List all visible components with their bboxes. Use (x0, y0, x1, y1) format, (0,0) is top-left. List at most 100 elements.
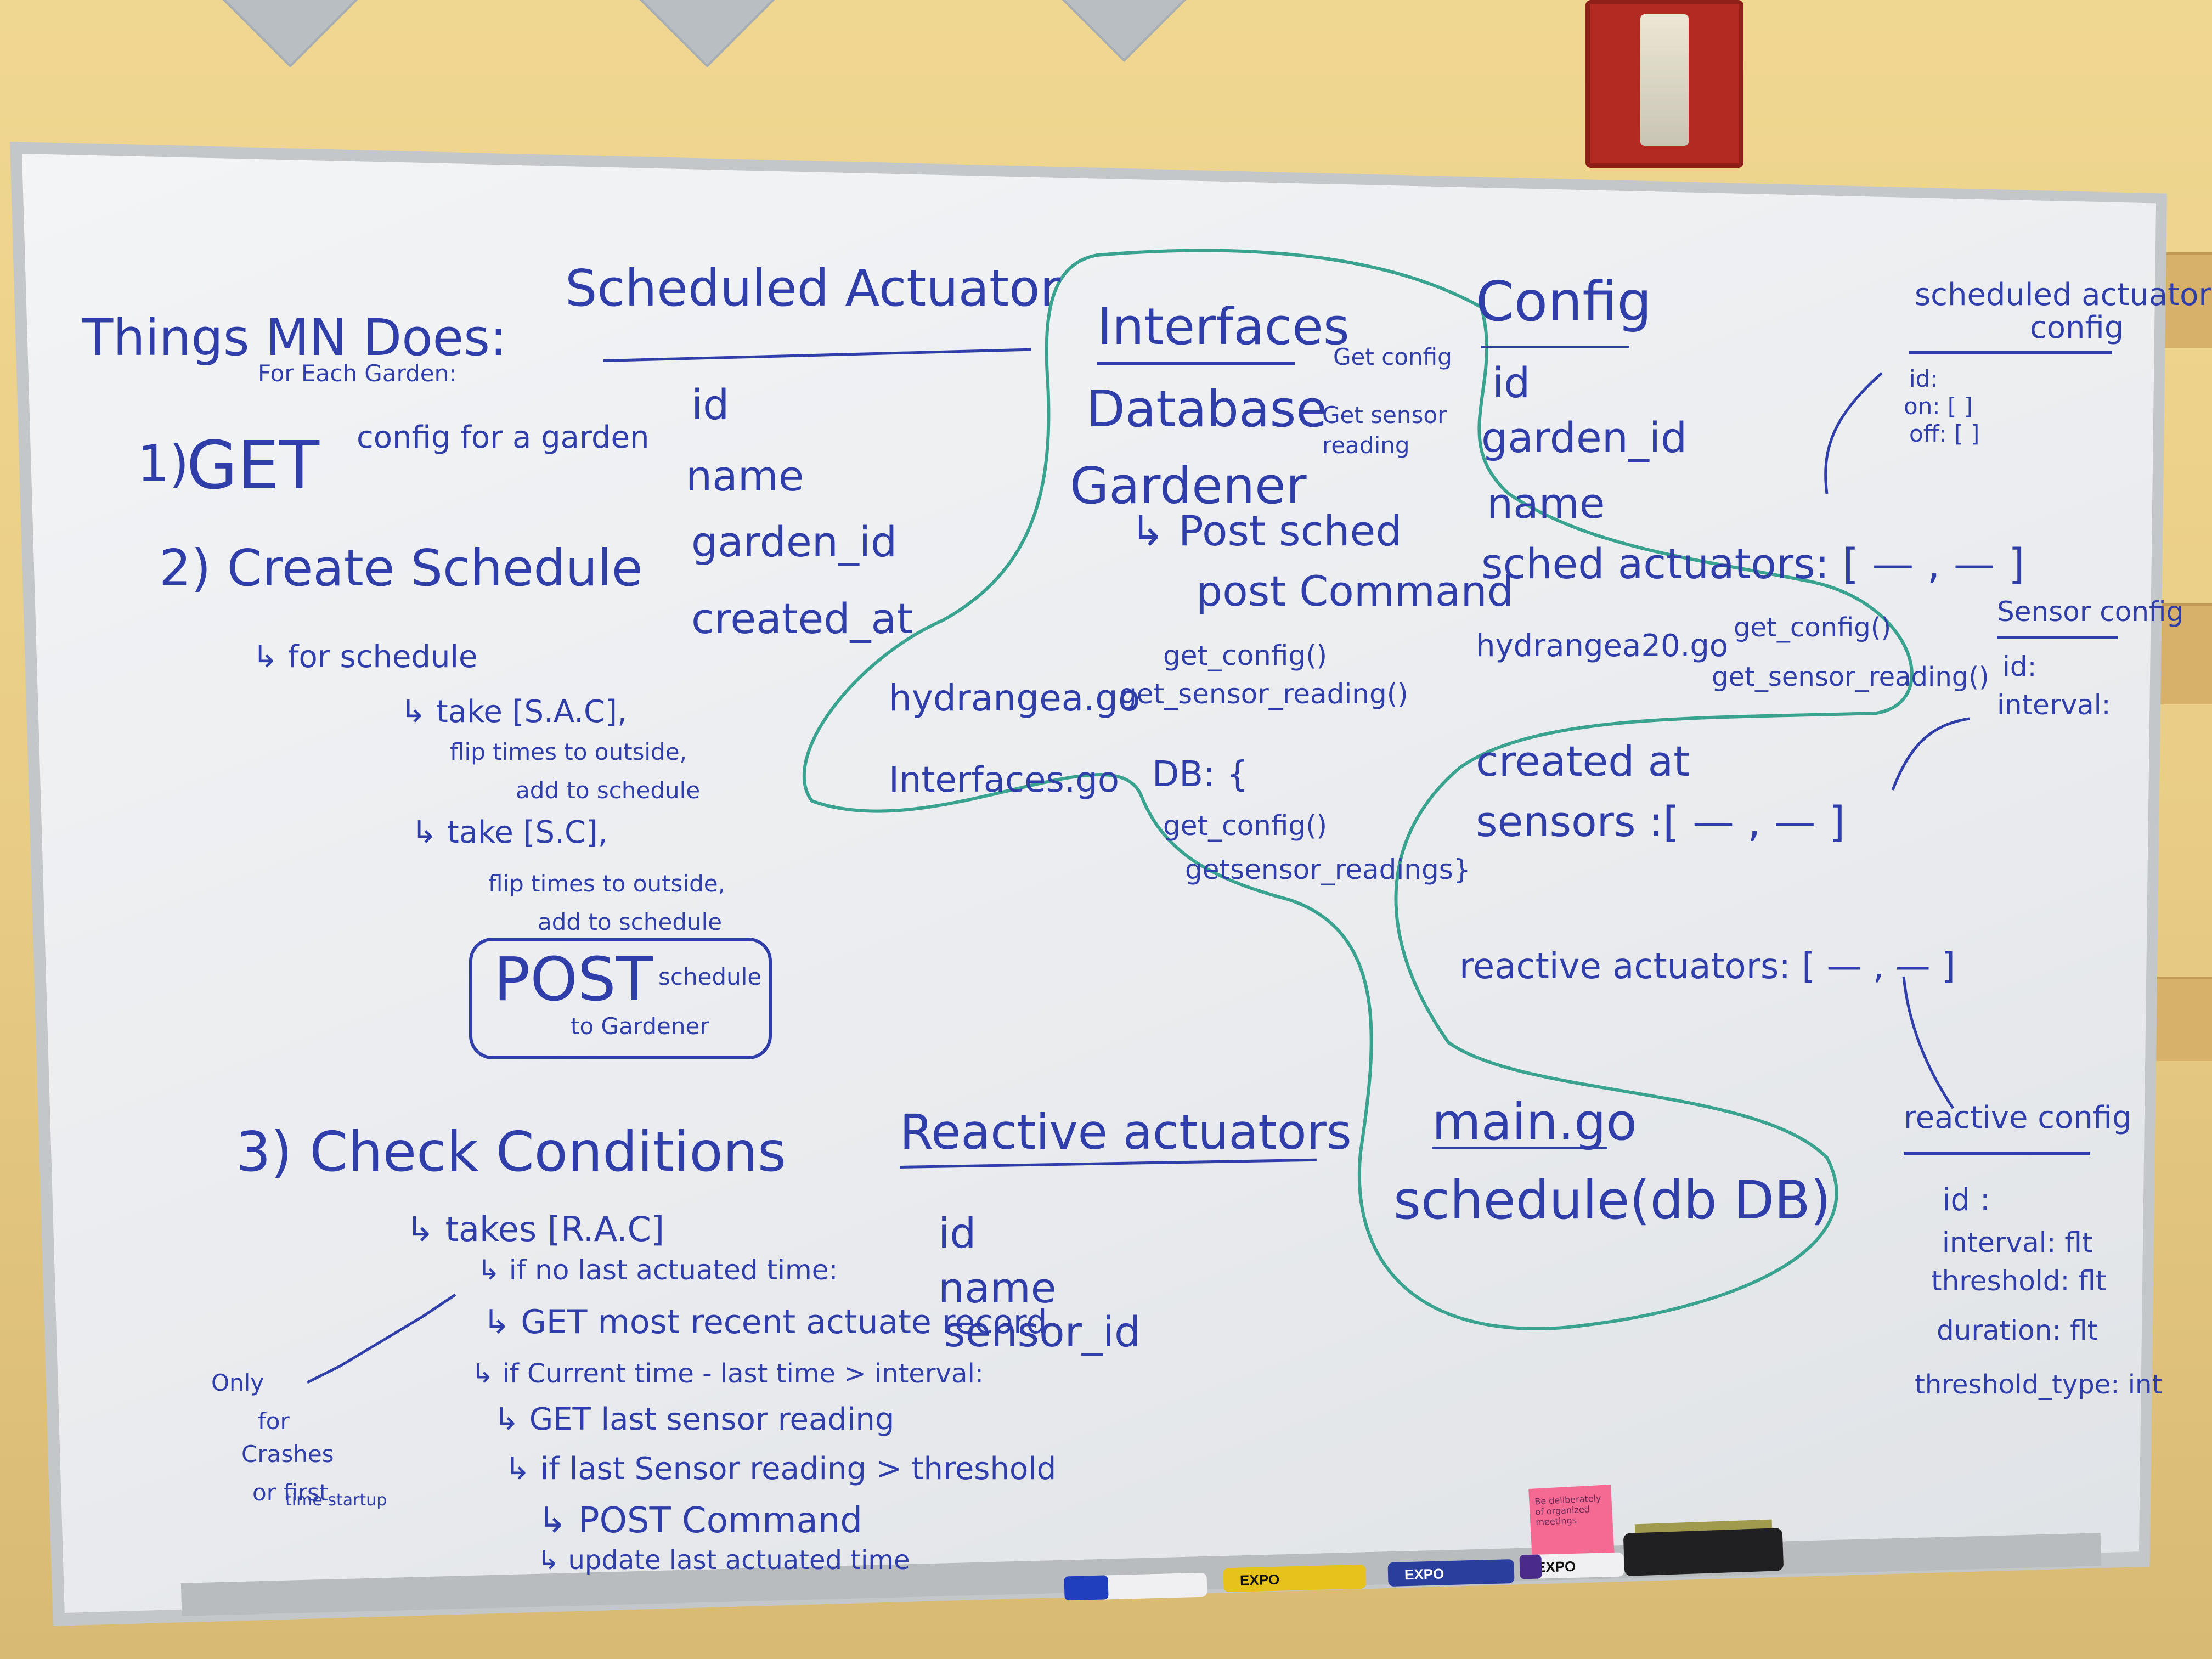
step1-number: 1) (137, 435, 189, 493)
db-block: DB: { (1152, 754, 1249, 795)
step2-b1: ↳ take [S.C], (411, 815, 608, 850)
reactive-config-field-0: id : (1942, 1182, 1990, 1218)
reactive-config-field-3: duration: flt (1937, 1314, 2098, 1346)
things-subtitle: For Each Garden: (258, 360, 457, 387)
post-to-gardener: to Gardener (571, 1013, 709, 1040)
side-note-4: or first (252, 1479, 329, 1506)
interfaces-underline (1097, 362, 1295, 365)
sched-actuator-config-title2: config (2030, 310, 2124, 346)
config-created-at: created at (1476, 737, 1690, 786)
hydrangea20-get-config: get_config() (1734, 612, 1892, 643)
step3-l7: ↳ POST Command (538, 1500, 862, 1541)
step3-l8: ↳ update last actuated time (538, 1545, 910, 1576)
scheduled-actuator-title: Scheduled Actuator (565, 259, 1061, 318)
sensor-config-field-1: interval: (1997, 689, 2111, 721)
scheduled-actuator-field-2: garden_id (691, 517, 898, 566)
config-field-0: id (1492, 358, 1531, 407)
step1-get: GET (187, 428, 320, 504)
wall-panel-3 (2152, 977, 2212, 1061)
fire-alarm (1585, 0, 1743, 168)
sched-actuator-config-title1: scheduled actuator (1915, 277, 2211, 313)
side-note-1: Only (211, 1369, 264, 1396)
reactive-actuators-field-1: name (938, 1263, 1057, 1312)
reactive-config-title: reactive config (1904, 1100, 2132, 1136)
interfaces-get-sensor: Get sensor reading (1322, 402, 1447, 459)
reactive-config-field-2: threshold: flt (1931, 1265, 2107, 1297)
hydrangea-get-config: get_config() (1163, 640, 1328, 672)
sched-actuator-config-field-2: off: [ ] (1909, 420, 1980, 447)
hydrangea20-get-sensor: get_sensor_reading() (1712, 662, 1989, 692)
scheduled-actuator-field-1: name (686, 452, 804, 500)
db-get-config: get_config() (1163, 810, 1328, 842)
step2-a1: ↳ take [S.A.C], (400, 694, 627, 730)
post-big: POST (494, 944, 653, 1014)
marker-blue (1064, 1572, 1207, 1601)
step2-b2: flip times to outside, (488, 870, 725, 897)
reactive-actuators-field-2: sensor_id (944, 1307, 1141, 1356)
step3-l5: ↳ GET last sensor reading (494, 1402, 895, 1437)
side-note-3: Crashes (241, 1441, 334, 1468)
arrow-to-sensor-config (1891, 717, 1970, 791)
sensor-config-underline (1997, 636, 2118, 639)
marker-purple-cap (1519, 1554, 1542, 1579)
whiteboard (22, 154, 2156, 1613)
hydrangea-get-sensor: get_sensor_reading() (1119, 678, 1408, 710)
side-note-branch (339, 1293, 456, 1368)
step3-l6: ↳ if last Sensor reading > threshold (505, 1451, 1057, 1487)
sensor-config-field-0: id: (2002, 651, 2037, 682)
arrow-to-reactive-config (1902, 976, 1955, 1109)
marker-label-1: EXPO (1239, 1571, 1280, 1589)
wall-panel-2 (2152, 603, 2212, 704)
step3-l1: ↳ takes [R.A.C] (406, 1209, 665, 1249)
step2-header: 2) Create Schedule (159, 539, 643, 597)
config-field-2: name (1487, 479, 1605, 528)
interfaces-post-sched: ↳ Post sched (1130, 506, 1402, 555)
marker-label-2: EXPO (1404, 1565, 1444, 1583)
sched-actuator-config-underline (1909, 351, 2112, 354)
things-title: Things MN Does: (82, 308, 507, 367)
sched-actuator-config-field-1: on: [ ] (1904, 393, 1973, 420)
interfaces-go: Interfaces.go (889, 760, 1119, 800)
interfaces-title: Interfaces (1097, 297, 1350, 356)
reactive-actuators-field-0: id (938, 1209, 977, 1257)
reactive-config-underline (1904, 1152, 2090, 1155)
main-go-underline (1432, 1147, 1607, 1149)
step3-header: 3) Check Conditions (236, 1120, 787, 1184)
step2-a3: add to schedule (516, 777, 701, 804)
fire-alarm-strobe (1640, 14, 1689, 146)
step2-a2: flip times to outside, (450, 738, 687, 765)
interfaces-gardener: Gardener (1070, 456, 1307, 515)
marker-purple: EXPO (1519, 1552, 1624, 1579)
step3-l4: ↳ if Current time - last time > interval… (472, 1358, 984, 1389)
step3-l3: ↳ GET most recent actuate record (483, 1303, 1047, 1341)
scheduled-actuator-field-0: id (691, 380, 730, 429)
marker-yellow: EXPO (1223, 1564, 1367, 1593)
step1-rest: config for a garden (357, 420, 650, 455)
post-schedule: schedule (658, 963, 762, 990)
config-underline (1481, 346, 1629, 348)
side-note-branch-2 (306, 1364, 341, 1384)
marker-label-3: EXPO (1536, 1558, 1576, 1576)
sticky-note-text: Be deliberately of organized meetings (1534, 1493, 1601, 1528)
side-note-5: time startup (285, 1491, 387, 1510)
main-go-title: main.go (1432, 1093, 1637, 1152)
eraser (1623, 1527, 1784, 1577)
main-go-call: schedule(db DB) (1393, 1170, 1831, 1231)
config-title: Config (1476, 269, 1652, 334)
reactive-config-field-1: interval: flt (1942, 1227, 2093, 1259)
hydrangea20-go: hydrangea20.go (1476, 628, 1729, 664)
marker-blue-cap (1064, 1575, 1109, 1601)
reactive-actuators-title: Reactive actuators (900, 1104, 1352, 1160)
sched-actuator-config-field-0: id: (1909, 365, 1938, 392)
interfaces-post-command: post Command (1196, 567, 1514, 616)
sensor-config-title: Sensor config (1997, 596, 2184, 628)
step3-l2: ↳ if no last actuated time: (477, 1254, 838, 1286)
bracket-sched-actuator-config (1824, 372, 1883, 494)
config-field-1: garden_id (1481, 413, 1688, 462)
config-sensors: sensors :[ — , — ] (1476, 797, 1846, 846)
hydrangea-go: hydrangea.go (889, 677, 1141, 719)
step2-b3: add to schedule (538, 909, 723, 935)
green-outline (802, 249, 1914, 1330)
interfaces-database: Database (1086, 380, 1327, 438)
